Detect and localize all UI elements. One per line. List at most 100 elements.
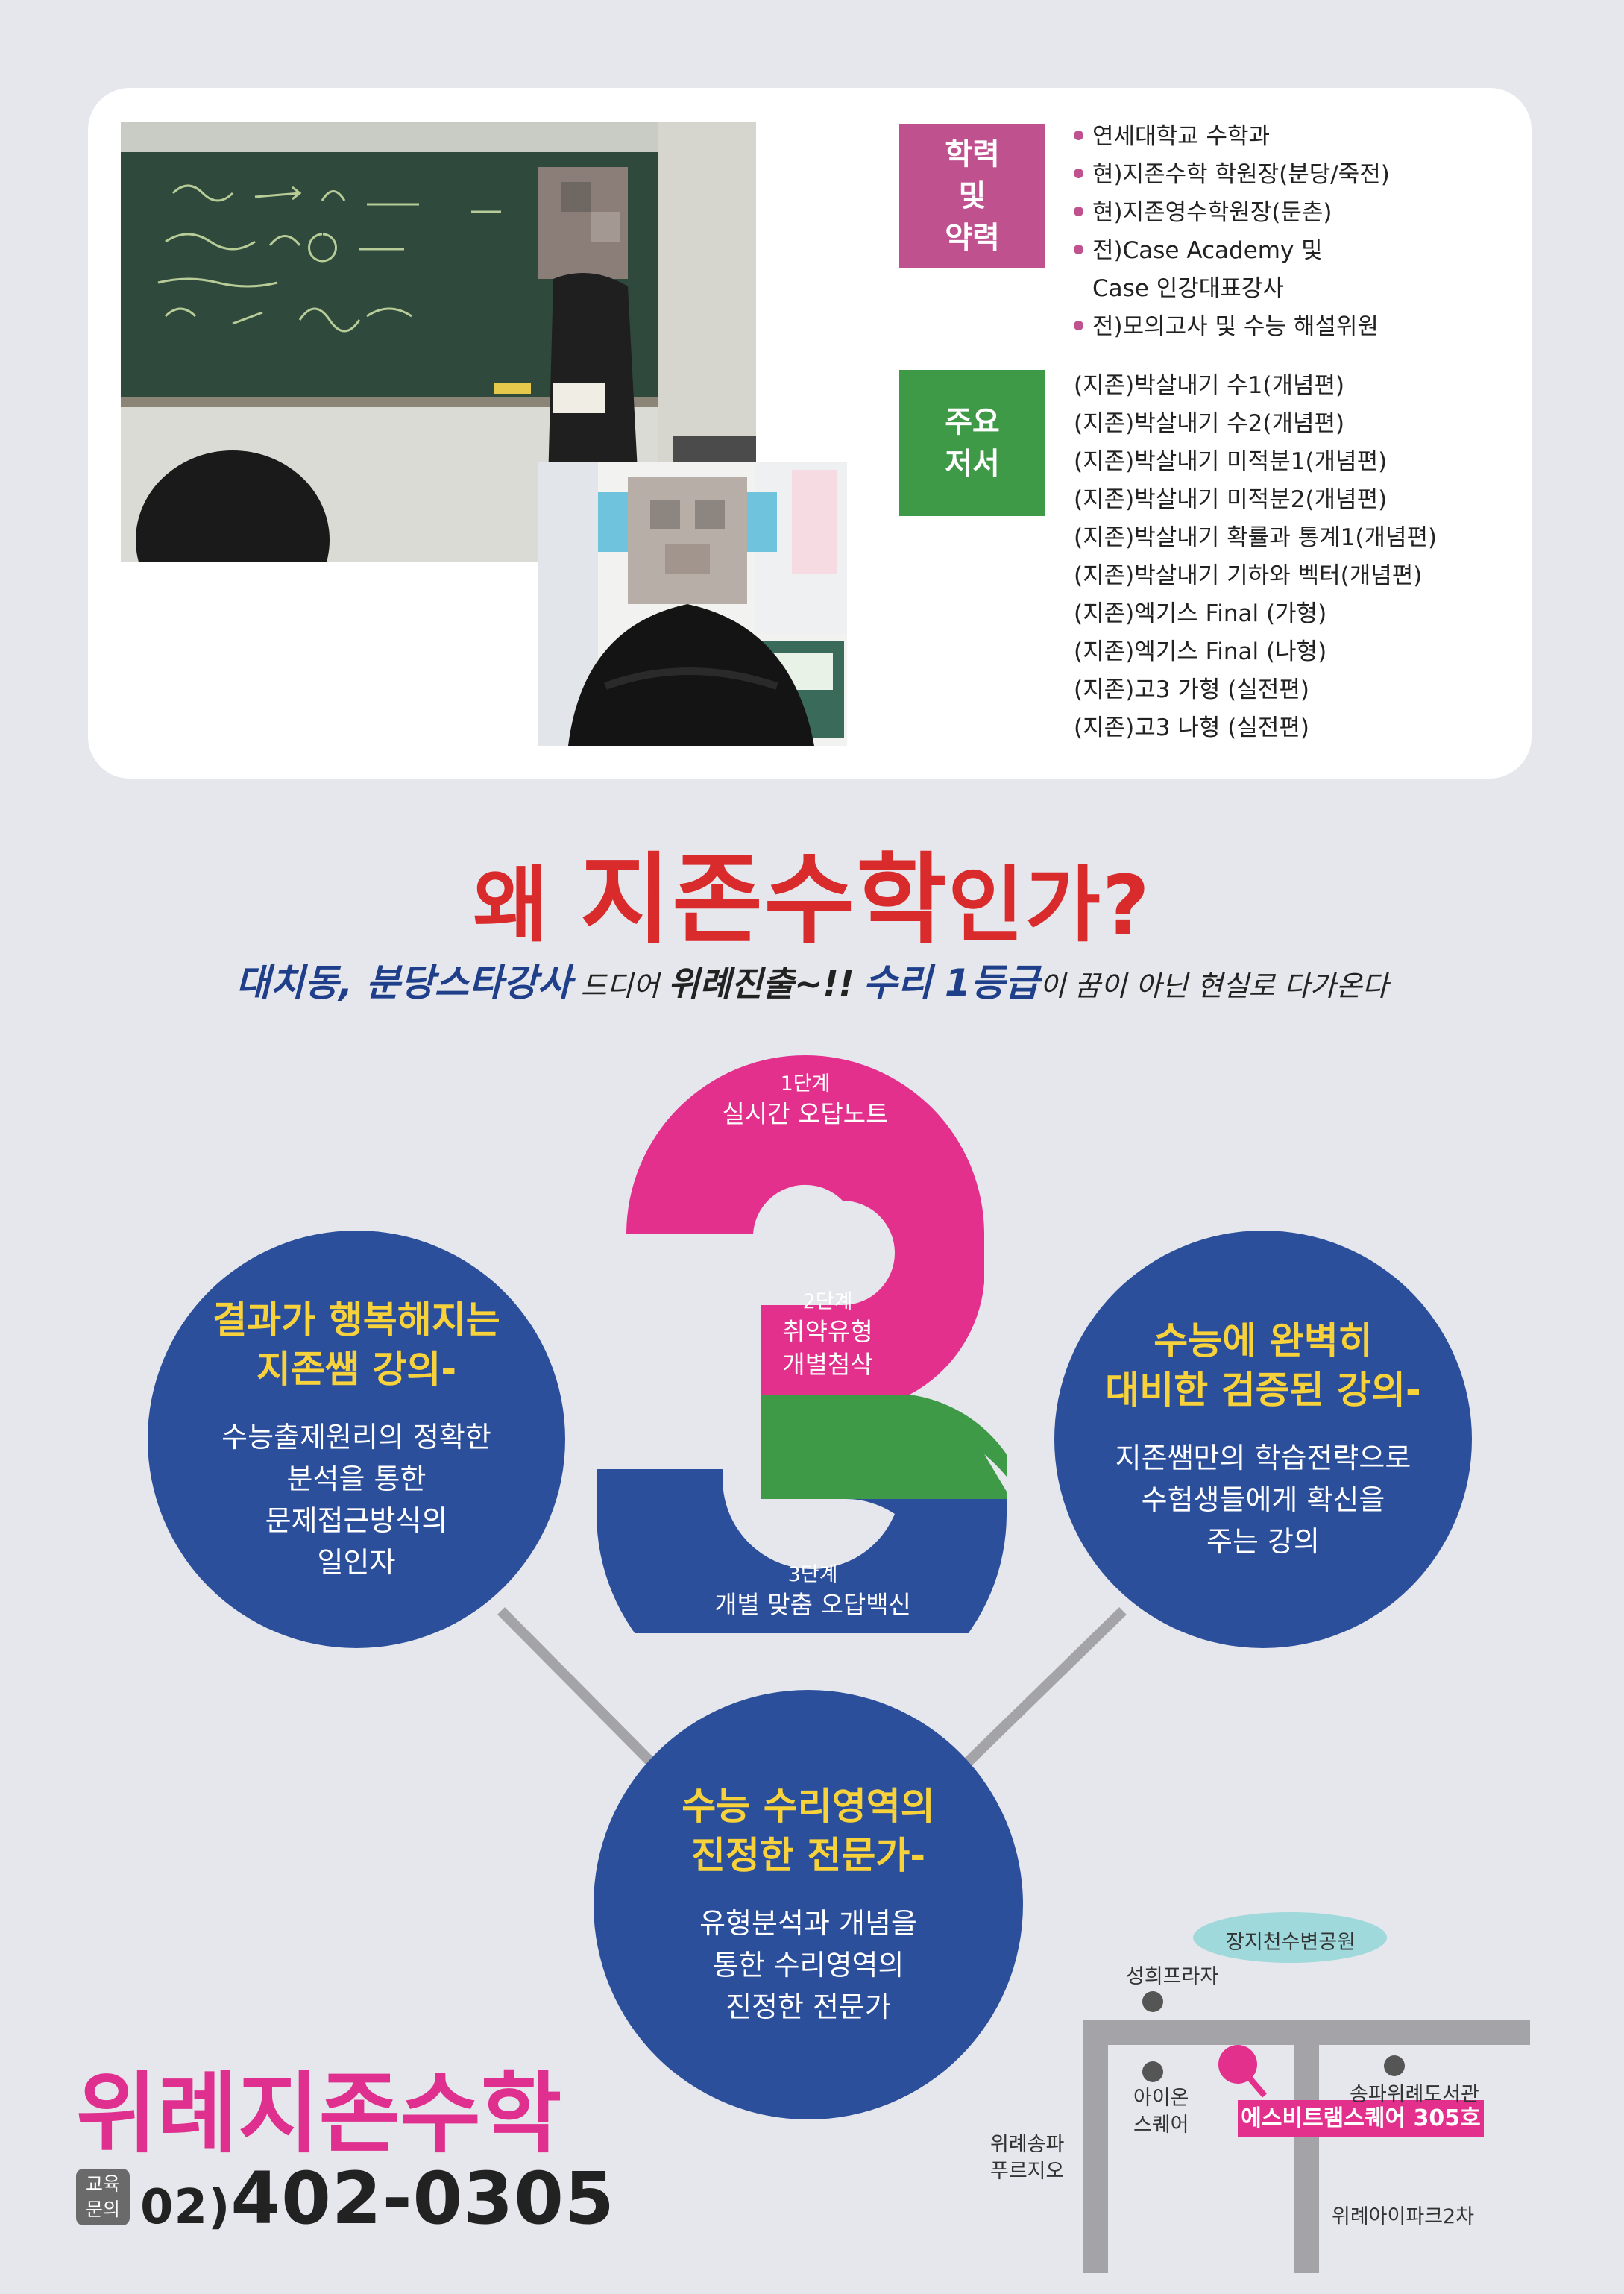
feature-circle-left: 결과가 행복해지는 지존쌤 강의- 수능출제원리의 정확한 분석을 통한 문제접… (148, 1231, 565, 1648)
education-label: 학력 및 약력 (899, 124, 1045, 268)
map-label-line: 위례송파 (990, 2133, 1065, 2156)
feature-title-line: 결과가 행복해지는 (213, 1298, 500, 1342)
education-label-line: 약력 (945, 221, 1000, 255)
map-label-prugio: 위례송파 푸르지오 (990, 2131, 1064, 2185)
education-label-line: 학력 (945, 137, 1000, 172)
feature-title: 수능에 완벽히 대비한 검증된 강의- (1105, 1316, 1421, 1415)
step1-shape (626, 1055, 984, 1395)
feature-body: 유형분석과 개념을 통한 수리영역의 진정한 전문가 (699, 1902, 917, 2028)
location-map (1083, 1912, 1530, 2273)
list-item-text: 전)Case Academy 및 (1092, 237, 1323, 264)
list-item: (지존)고3 가형 (실전편) (1074, 676, 1309, 703)
step1-number: 1단계 (780, 1072, 831, 1096)
map-label-line: 아이온 (1133, 2087, 1189, 2110)
feature-body-line: 분석을 통한 (286, 1462, 427, 1495)
subtitle-part: 대치동, 분당스타강사 (236, 961, 572, 1005)
phone-number[interactable]: 02)402-0305 (140, 2157, 615, 2240)
brand-name: 위례지존수학 (76, 2062, 562, 2165)
list-item: Case 인강대표강사 (1074, 270, 1390, 308)
feature-circle-right: 수능에 완벽히 대비한 검증된 강의- 지존쌤만의 학습전략으로 수험생들에게 … (1054, 1231, 1472, 1648)
inquiry-badge-line: 교육 (85, 2173, 120, 2195)
feature-body-line: 유형분석과 개념을 (699, 1907, 917, 1940)
list-item: (지존)엑기스 Final (가형) (1074, 600, 1327, 627)
library-dot (1384, 2055, 1405, 2076)
feature-title-line: 지존쌤 강의- (256, 1348, 457, 1391)
bullet-dot (1074, 169, 1083, 178)
ion-square-dot (1142, 2061, 1163, 2082)
feature-body-line: 주는 강의 (1206, 1525, 1320, 1558)
road-vertical-right (1294, 2020, 1319, 2273)
connector-line-left (497, 1607, 675, 1786)
list-item-text: 현)지존수학 학원장(분당/죽전) (1092, 161, 1390, 188)
step3-label: 3단계 개별 맞춤 오답백신 (686, 1562, 940, 1621)
feature-circle-bottom: 수능 수리영역의 진정한 전문가- 유형분석과 개념을 통한 수리영역의 진정한… (594, 1690, 1023, 2119)
bullet-dot (1074, 321, 1083, 330)
page-title: 왜 지존수학인가? (0, 820, 1624, 963)
step2-shape (761, 1395, 1007, 1499)
list-item: (지존)박살내기 확률과 통계1(개념편) (1074, 524, 1438, 551)
map-label-line: 푸르지오 (990, 2160, 1065, 2183)
list-item: (지존)박살내기 미적분1(개념편) (1074, 448, 1388, 475)
education-list: 연세대학교 수학과 현)지존수학 학원장(분당/죽전) 현)지존영수학원장(둔촌… (1074, 118, 1390, 346)
subtitle-part: 수리 1등급 (863, 961, 1039, 1005)
books-label-line: 저서 (945, 447, 1000, 481)
list-item: (지존)박살내기 미적분2(개념편) (1074, 486, 1388, 513)
step3-shape (597, 1469, 1007, 1633)
books-label-line: 주요 (945, 405, 1000, 439)
phone-digits: 402-0305 (230, 2157, 615, 2240)
list-item-text: 현)지존영수학원장(둔촌) (1092, 199, 1332, 226)
step1-name: 실시간 오답노트 (722, 1099, 889, 1128)
list-item: (지존)고3 나형 (실전편) (1074, 714, 1309, 741)
road-vertical-left (1083, 2020, 1108, 2273)
list-item-text: Case 인강대표강사 (1092, 275, 1284, 302)
map-label-library: 송파위례도서관 (1350, 2083, 1479, 2106)
bullet-dot (1074, 245, 1083, 254)
feature-title-line: 수능 수리영역의 (682, 1785, 935, 1828)
connector-line-right (943, 1606, 1127, 1787)
step3-number: 3단계 (787, 1563, 838, 1586)
list-item: 현)지존수학 학원장(분당/죽전) (1074, 156, 1390, 194)
bullet-dot (1074, 207, 1083, 216)
step2-number: 2단계 (802, 1290, 853, 1313)
step2-name-line: 취약유형 (782, 1317, 873, 1346)
feature-body: 수능출제원리의 정확한 분석을 통한 문제접근방식의 일인자 (221, 1416, 491, 1583)
subtitle: 대치동, 분당스타강사 드디어 위례진출~!! 수리 1등급이 꿈이 아닌 현실… (0, 953, 1624, 1007)
subtitle-part: 이 꿈이 아닌 현실로 다가온다 (1039, 970, 1388, 1002)
list-item: (지존)박살내기 수2(개념편) (1074, 410, 1345, 437)
list-item: (지존)박살내기 수1(개념편) (1074, 372, 1345, 399)
books-label: 주요 저서 (899, 370, 1045, 516)
plaza-dot (1142, 1991, 1163, 2012)
page-title-emphasis: 지존수학 (579, 843, 948, 958)
feature-body-line: 수능출제원리의 정확한 (221, 1421, 491, 1454)
three-step-figure (597, 1055, 1007, 1633)
step3-name: 개별 맞춤 오답백신 (714, 1590, 911, 1619)
subtitle-part: 위례진출~!! (667, 964, 855, 1004)
feature-title-line: 대비한 검증된 강의- (1105, 1368, 1421, 1412)
list-item: 현)지존영수학원장(둔촌) (1074, 194, 1390, 232)
education-label-line: 및 (958, 179, 986, 213)
feature-title: 결과가 행복해지는 지존쌤 강의- (213, 1295, 500, 1394)
feature-body-line: 수험생들에게 확신을 (1141, 1483, 1385, 1516)
list-item-text: 연세대학교 수학과 (1092, 123, 1271, 150)
feature-body-line: 지존쌤만의 학습전략으로 (1115, 1442, 1411, 1474)
list-item: (지존)엑기스 Final (나형) (1074, 638, 1327, 665)
subtitle-part: 드디어 (571, 970, 668, 1002)
page-title-prefix: 왜 (473, 858, 580, 953)
map-label-ipark: 위례아이파크2차 (1332, 2205, 1475, 2228)
phone-prefix: 02) (140, 2180, 231, 2235)
map-label-target: 에스비트램스퀘어 305호 (1241, 2105, 1481, 2131)
list-item-text: 전)모의고사 및 수능 해설위원 (1092, 313, 1379, 340)
feature-body-line: 통한 수리영역의 (712, 1949, 904, 1982)
map-label-ion-square: 아이온 스퀘어 (1133, 2085, 1189, 2139)
list-item: 연세대학교 수학과 (1074, 118, 1390, 156)
step2-name-line: 개별첨삭 (782, 1350, 873, 1379)
map-label-plaza: 성희프라자 (1126, 1965, 1219, 1988)
inquiry-badge: 교육 문의 (76, 2169, 130, 2225)
park-marker (1193, 1912, 1387, 1963)
feature-title-line: 진정한 전문가- (690, 1834, 926, 1877)
list-item: 전)Case Academy 및 (1074, 232, 1390, 270)
map-label-park: 장지천수변공원 (1226, 1931, 1356, 1954)
location-pin-line (1235, 2062, 1268, 2098)
bullet-dot (1074, 131, 1083, 140)
feature-body-line: 일인자 (317, 1546, 396, 1579)
